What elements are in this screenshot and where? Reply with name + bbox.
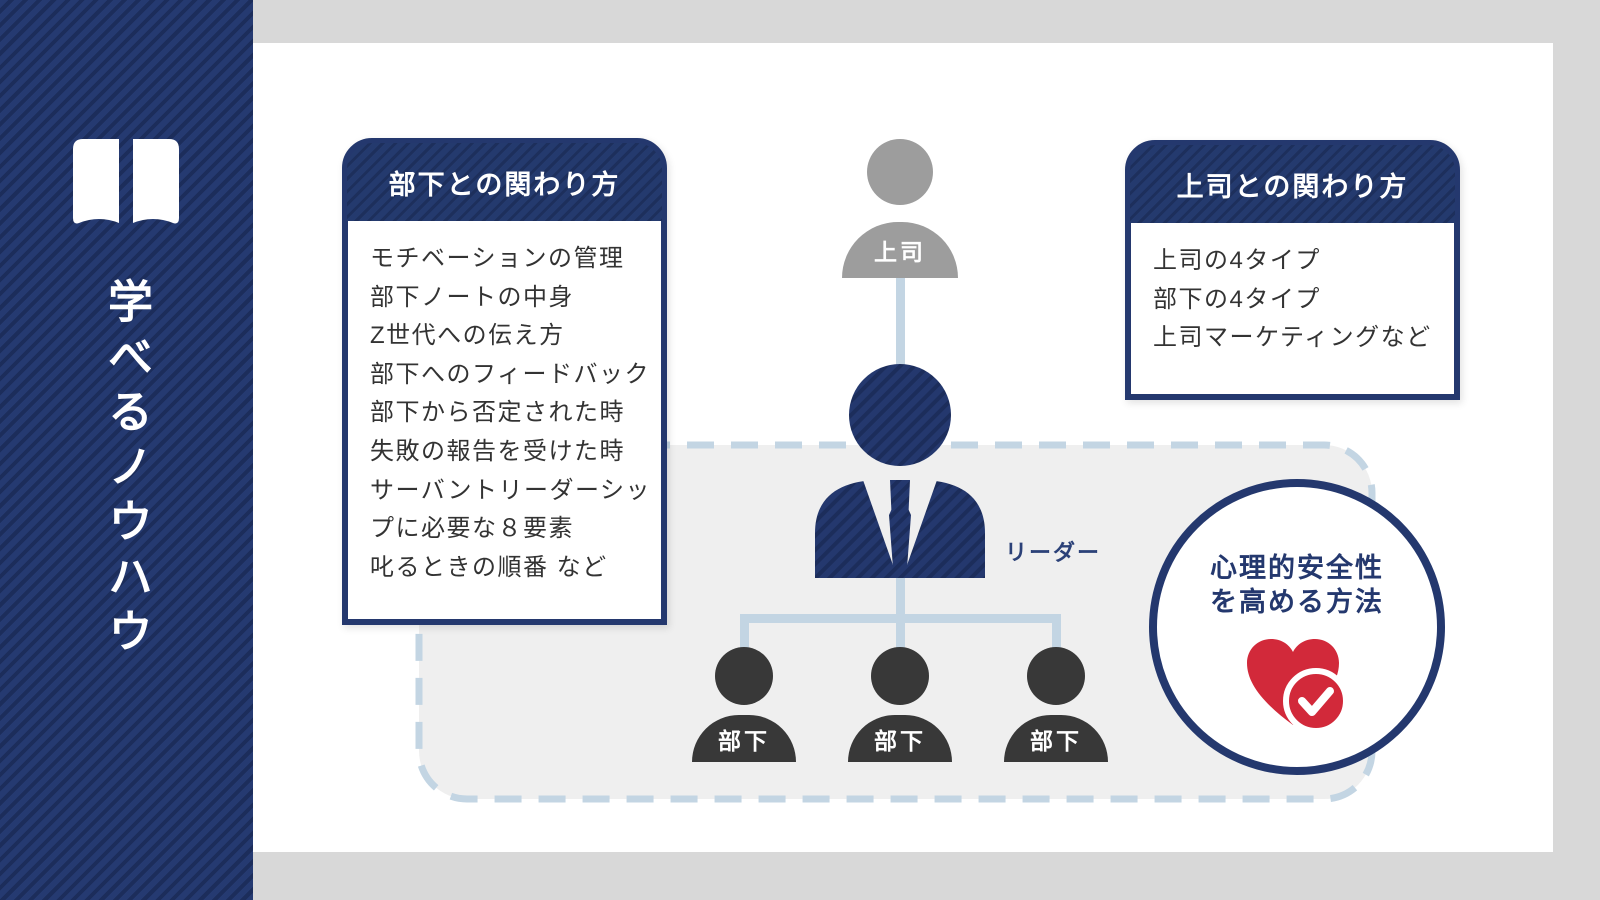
list-item: 部下の4タイプ	[1153, 285, 1321, 313]
subordinate-2-label: 部下	[874, 727, 926, 754]
list-item: 部下から否定された時	[370, 399, 625, 427]
list-item: 上司の4タイプ	[1153, 247, 1321, 274]
list-item: 叱るときの順番 など	[370, 553, 608, 581]
subordinate-1-label: 部下	[718, 727, 770, 754]
subordinate-2-head	[871, 647, 929, 705]
sidebar: 学べるノウハウ	[0, 0, 253, 900]
open-book-icon	[73, 139, 179, 224]
psychological-safety-circle: 心理的安全性 を高める方法	[1149, 479, 1445, 775]
list-item: サーバントリーダーシッ	[370, 476, 651, 504]
subordinate-relations-title: 部下との関わり方	[388, 169, 621, 200]
list-item: 部下へのフィードバック	[370, 360, 651, 388]
boss-label: 上司	[874, 239, 926, 265]
list-item: モチベーションの管理	[370, 245, 625, 272]
boss-relations-title: 上司との関わり方	[1176, 171, 1409, 202]
connector-drop-3	[1052, 614, 1061, 656]
leader-label: リーダー	[1005, 540, 1102, 565]
subordinate-relations-header: 部下との関わり方	[347, 143, 662, 221]
main-card: 上司 リーダー 部下 部下 部下 部下との関わり方 モチベーションの管理	[253, 43, 1553, 852]
leader-tie	[889, 491, 911, 576]
subordinate-3-head	[1027, 647, 1085, 705]
connector-drop-1	[740, 614, 749, 656]
leader-head	[849, 364, 951, 466]
list-item: Z世代への伝え方	[370, 322, 565, 350]
list-item: 上司マーケティングなど	[1153, 324, 1432, 352]
connector-drop-2	[896, 614, 905, 656]
list-item: プに必要な８要素	[370, 515, 574, 543]
connector-leader-stem	[896, 577, 905, 623]
psychological-safety-text: 心理的安全性 を高める方法	[1210, 553, 1384, 617]
list-item: 失敗の報告を受けた時	[370, 437, 625, 465]
connector-boss-leader	[896, 276, 905, 416]
list-item: 部下ノートの中身	[370, 283, 574, 311]
boss-avatar-body: 上司	[842, 222, 958, 278]
sidebar-vertical-title: 学べるノウハウ	[101, 278, 152, 663]
boss-relations-list: 上司の4タイプ 部下の4タイプ 上司マーケティングなど	[1131, 222, 1454, 358]
subordinate-relations-list: モチベーションの管理 部下ノートの中身 Z世代への伝え方 部下へのフィードバック…	[348, 220, 661, 587]
leader-avatar	[815, 364, 985, 578]
subordinate-relations-box: 部下との関わり方 モチベーションの管理 部下ノートの中身 Z世代への伝え方 部下…	[342, 138, 667, 625]
subordinate-1-head	[715, 647, 773, 705]
boss-avatar-head	[867, 139, 933, 205]
heart-check-icon	[1247, 639, 1349, 733]
boss-relations-box: 上司との関わり方 上司の4タイプ 部下の4タイプ 上司マーケティングなど	[1125, 140, 1460, 400]
subordinate-3-label: 部下	[1030, 727, 1082, 754]
boss-relations-header: 上司との関わり方	[1130, 145, 1455, 223]
